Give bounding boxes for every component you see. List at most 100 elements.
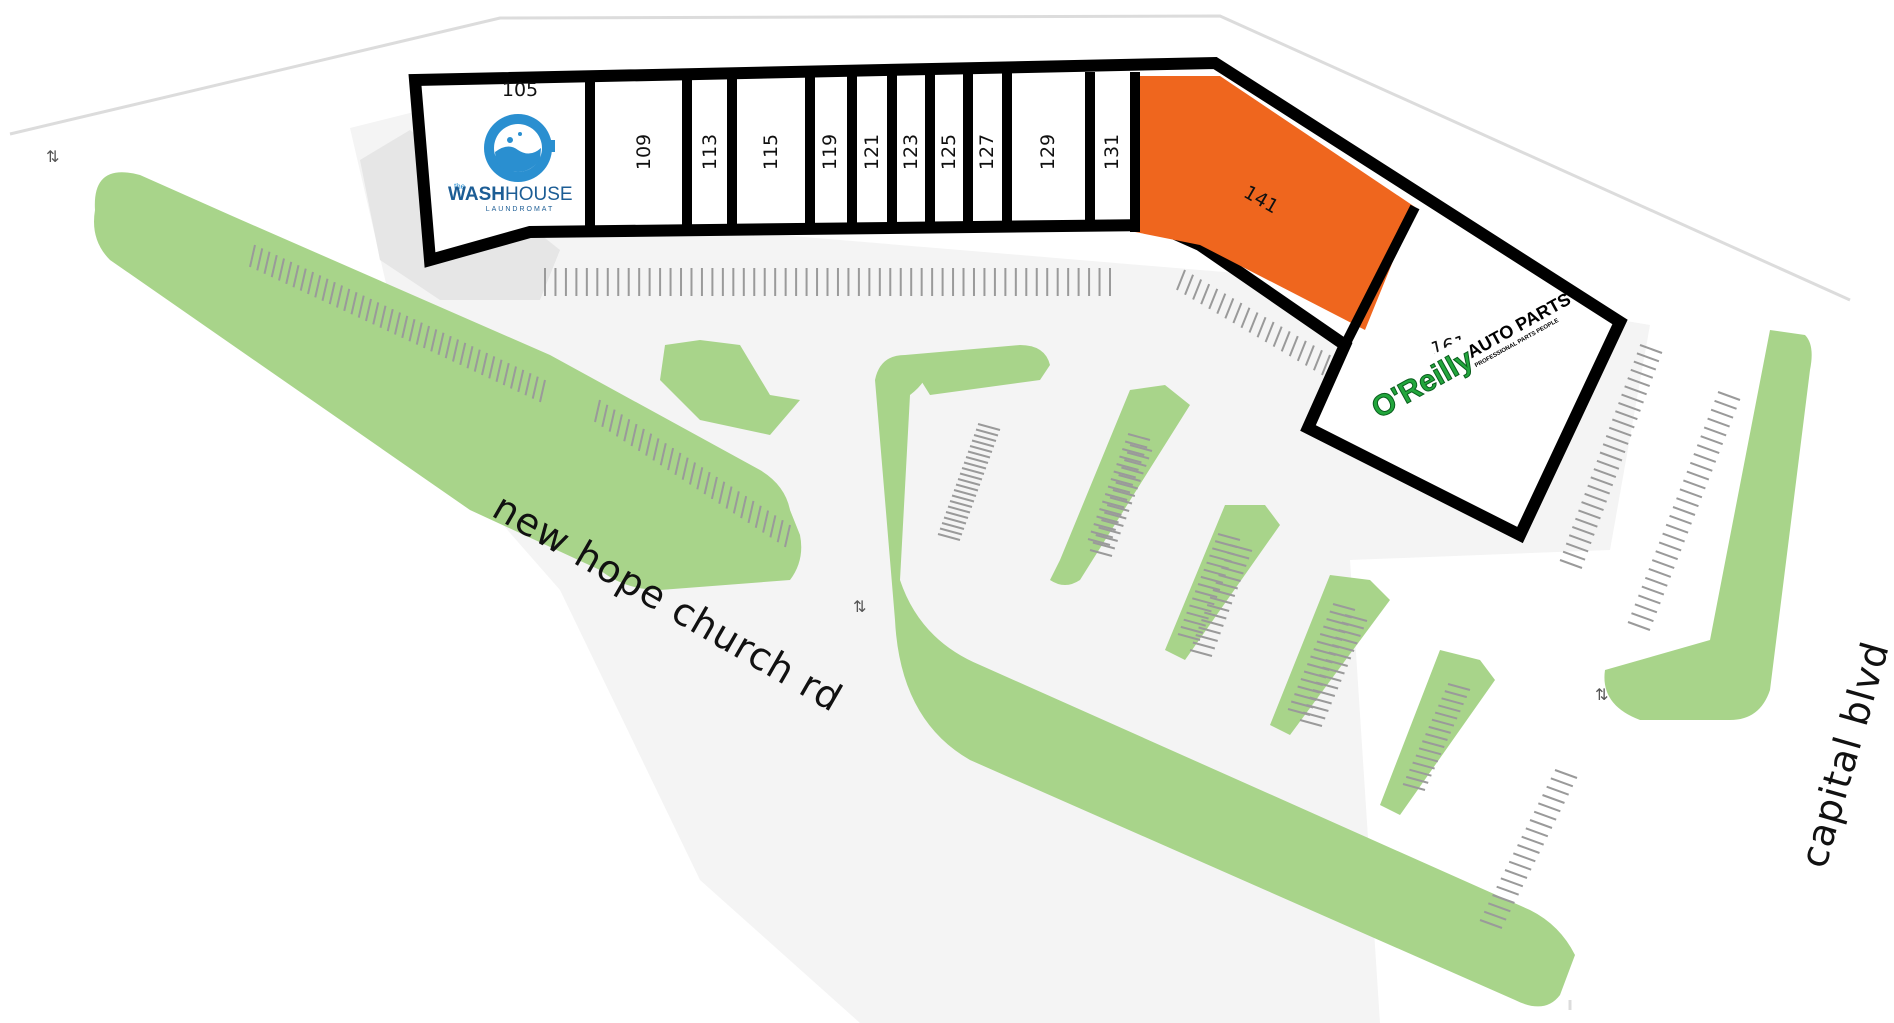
parking-stall [1550, 777, 1574, 788]
parking-stall [1309, 696, 1332, 705]
parking-stall [1669, 514, 1692, 525]
arrow-icon: ⇅ [46, 147, 59, 166]
parking-stall [292, 265, 300, 288]
parking-stall [1641, 585, 1665, 596]
parking-stall [1200, 283, 1211, 305]
parking-stall [249, 244, 256, 268]
parking-stall [630, 423, 638, 447]
parking-stall [965, 456, 989, 464]
parking-stall [1109, 496, 1133, 505]
parking-stall [1578, 509, 1601, 520]
unit-dividers [585, 72, 1420, 348]
parking-stall [1584, 492, 1607, 503]
parking-stall [1087, 538, 1111, 546]
parking-stall [1627, 377, 1651, 388]
parking-stall [1200, 575, 1224, 584]
parking-stall [1112, 489, 1136, 497]
parking-stall [1596, 459, 1620, 470]
parking-stall [1124, 440, 1148, 449]
parking-stall [1232, 302, 1243, 324]
parking-stall [1444, 690, 1468, 699]
parking-stall [1639, 344, 1663, 354]
parking-stall [1565, 542, 1589, 553]
landscape-west-strip [94, 172, 802, 591]
parking-stall [1638, 594, 1661, 605]
parking-stall [1325, 659, 1348, 667]
parking-stall [1714, 399, 1737, 410]
parking-stall [1636, 352, 1660, 363]
parking-stall [1655, 550, 1679, 561]
unit-141-fill[interactable] [1135, 76, 1415, 330]
parking-stall [1562, 550, 1586, 561]
parking-stall [1405, 775, 1429, 784]
parking-stall [652, 438, 660, 461]
parking-stall [1093, 523, 1116, 531]
parking-stall [710, 476, 718, 500]
svg-text:LAUNDROMAT: LAUNDROMAT [486, 206, 554, 213]
parking-stall [285, 261, 293, 285]
parking-stall [502, 362, 510, 386]
parking-stall [1717, 391, 1741, 401]
parking-stall [1306, 704, 1329, 712]
parking-stall [776, 519, 784, 543]
parking-stall [1224, 559, 1247, 567]
parking-stall [394, 312, 401, 335]
parking-stall [1341, 621, 1365, 630]
parking-stall [1710, 408, 1734, 419]
parking-stall [1176, 269, 1186, 291]
parking-stall [718, 481, 726, 504]
parking-stall [1651, 559, 1675, 570]
road-label-capital: capital blvd [1791, 636, 1894, 872]
parking-stall [437, 332, 445, 355]
landscape-east-strip [1604, 330, 1812, 720]
parking-stall [1119, 455, 1142, 464]
parking-stall [1095, 534, 1118, 542]
parking-stall [1608, 426, 1632, 437]
parking-stall [637, 428, 645, 452]
parking-stall [365, 298, 372, 322]
parking-stall [415, 322, 423, 345]
parking-stall [1581, 501, 1604, 512]
landscape-island-1 [660, 340, 800, 435]
landscape-corner [905, 345, 1050, 395]
parking-stall [1425, 733, 1448, 741]
parking-stall [1089, 549, 1113, 557]
parking-stall [1302, 711, 1326, 720]
svg-text:the: the [454, 182, 466, 191]
landscape-island-2 [1050, 385, 1190, 585]
unit-label-125: 125 [938, 134, 960, 170]
parking-stall [1127, 433, 1151, 441]
parking-stall [1280, 331, 1291, 352]
landscape-south-strip [875, 355, 1575, 1007]
parking-stall [1571, 525, 1595, 536]
parking-stall [659, 443, 667, 466]
parking-stall [1627, 621, 1651, 631]
parking-stall [1186, 611, 1209, 620]
parking-stall [1415, 754, 1439, 763]
parking-stall [1554, 769, 1578, 779]
unit-label-123: 123 [900, 134, 922, 170]
parking-stall [1092, 541, 1116, 550]
parking-stall [747, 500, 755, 524]
parking-stall [937, 533, 961, 541]
parking-stall [1224, 297, 1235, 319]
parking-stall [1106, 504, 1130, 512]
parking-stall [517, 369, 525, 393]
parking-stall [314, 275, 322, 298]
parking-stall [1338, 629, 1361, 637]
parking-stall [1096, 515, 1119, 524]
parking-stall [732, 491, 740, 514]
parking-stall [350, 292, 358, 315]
parking-stall [1183, 618, 1206, 627]
parking-stall [939, 527, 963, 536]
parking-stall [1418, 747, 1442, 756]
parking-stall [1126, 451, 1150, 460]
parking-stall [1605, 435, 1629, 445]
parking-stall [973, 434, 997, 442]
parking-stall [969, 445, 993, 453]
parking-stall [357, 295, 365, 318]
parking-stall [1409, 768, 1432, 777]
parking-stall [336, 285, 343, 308]
parking-stall [1662, 532, 1685, 543]
